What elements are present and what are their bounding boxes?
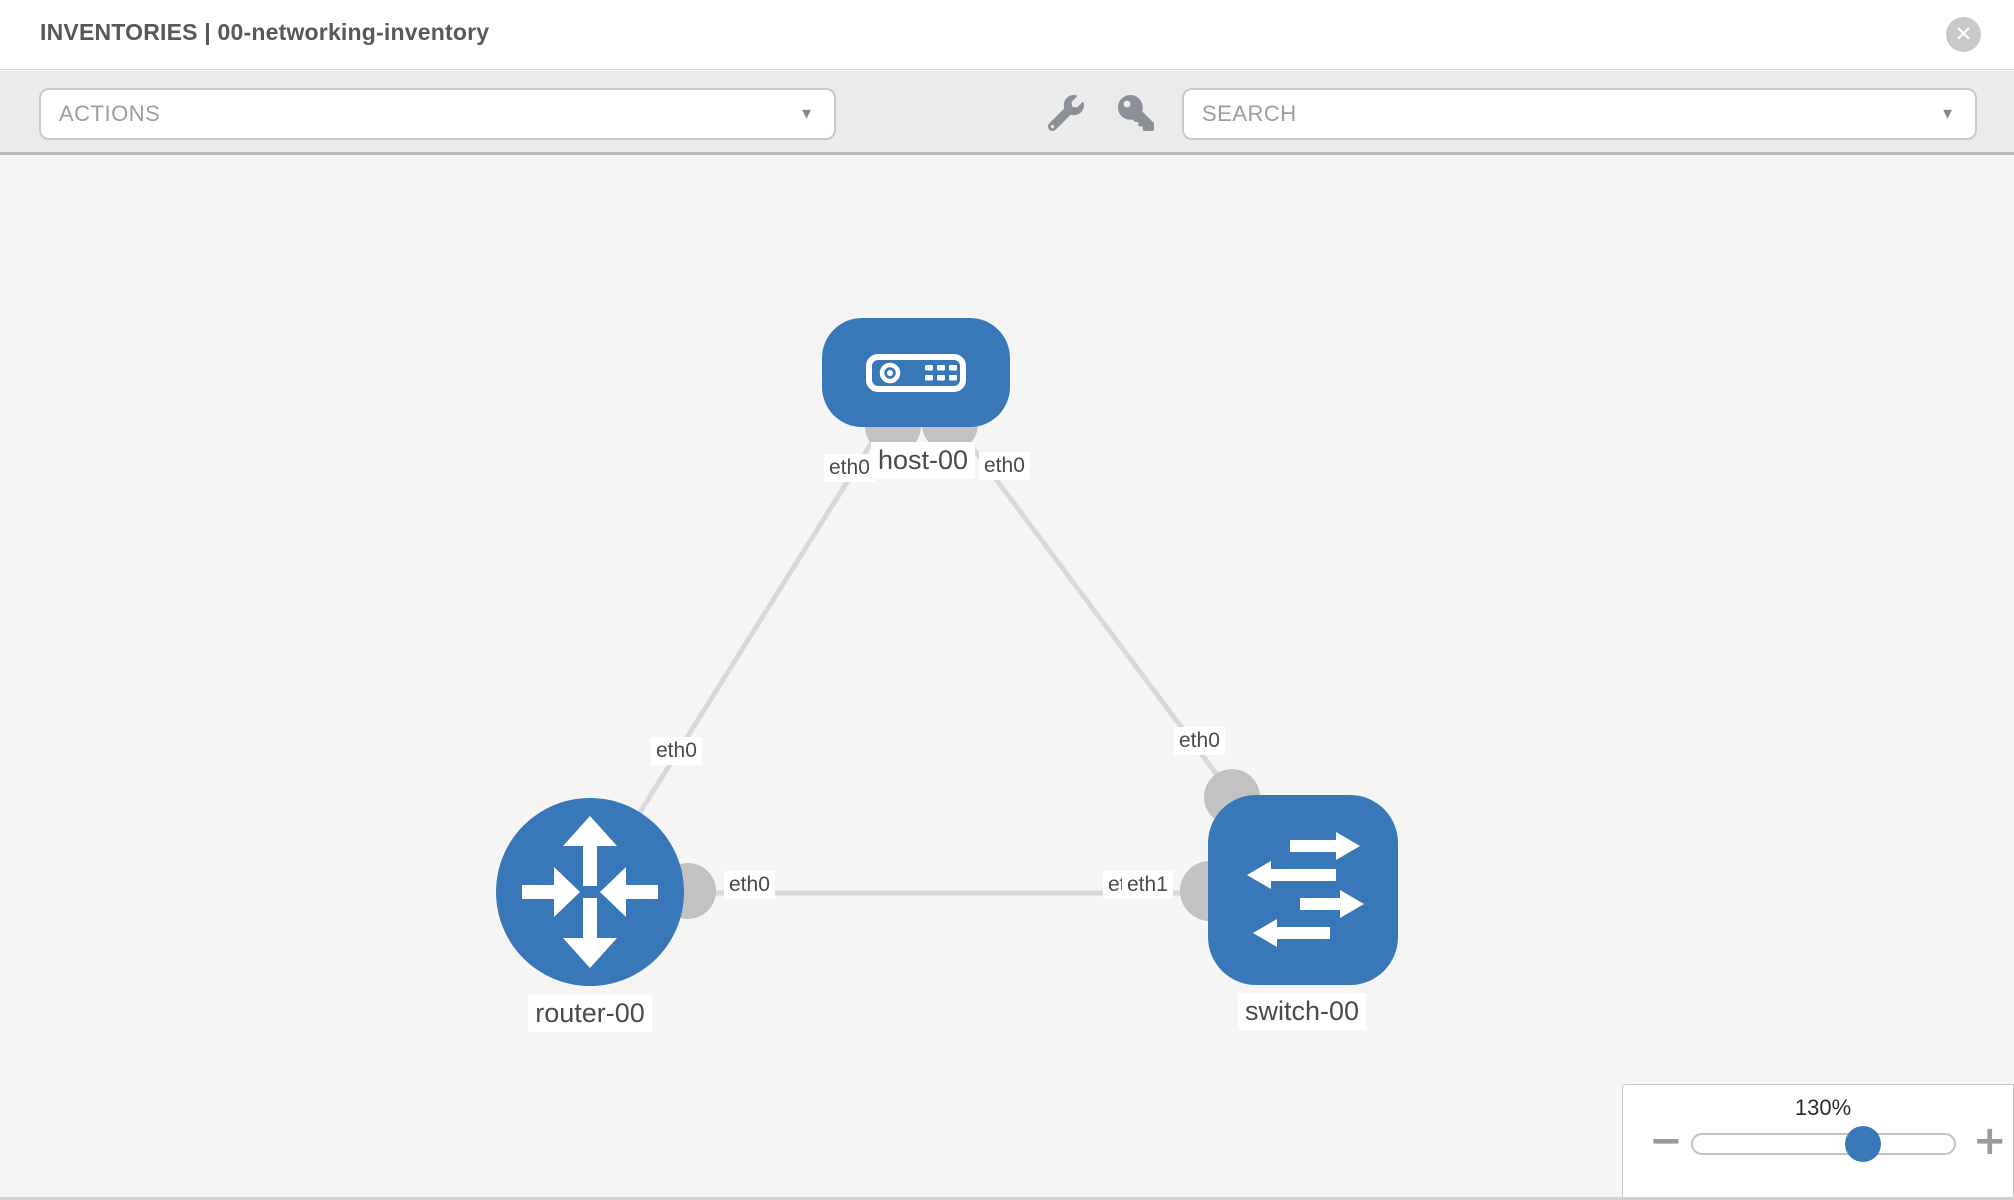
page-title: INVENTORIES | 00-networking-inventory	[40, 19, 490, 45]
interface-label-switch-front: eth1	[1122, 871, 1173, 900]
key-icon[interactable]	[1118, 95, 1154, 131]
zoom-in-button[interactable]: +	[1973, 1118, 2007, 1164]
wrench-icon[interactable]	[1047, 95, 1084, 132]
topology-edges	[587, 370, 1306, 896]
node-router-00[interactable]	[496, 798, 684, 986]
host-icon	[866, 354, 966, 392]
search-dropdown[interactable]: SEARCH ▼	[1182, 88, 1977, 140]
zoom-slider-track[interactable]	[1691, 1133, 1956, 1155]
node-label-switch: switch-00	[1237, 993, 1367, 1031]
search-dropdown-label: SEARCH	[1202, 101, 1297, 126]
actions-dropdown-label: ACTIONS	[59, 101, 161, 126]
zoom-control-panel: 130% − +	[1622, 1084, 2014, 1200]
node-host-00[interactable]	[822, 318, 1010, 427]
close-icon: ✕	[1954, 22, 1973, 46]
close-button[interactable]: ✕	[1946, 17, 1981, 52]
toolbar: ACTIONS ▼ SEARCH ▼	[0, 71, 2014, 155]
chevron-down-icon: ▼	[1940, 105, 1955, 123]
switch-icon	[1247, 832, 1364, 947]
interface-label-switch-uplink: eth0	[1174, 727, 1225, 756]
chevron-down-icon: ▼	[799, 105, 814, 123]
node-label-host: host-00	[871, 442, 976, 480]
router-icon	[522, 816, 658, 968]
topology-canvas[interactable]: host-00 router-00 switch-00 eth0 eth0 et…	[0, 155, 2014, 1200]
window-bottom-edge	[0, 1197, 2014, 1200]
interface-label-host-left: eth0	[824, 454, 875, 483]
node-switch-00[interactable]	[1208, 795, 1398, 985]
node-label-router: router-00	[528, 995, 652, 1033]
interface-label-router-uplink: eth0	[651, 737, 702, 766]
zoom-slider-thumb[interactable]	[1845, 1126, 1881, 1162]
actions-dropdown[interactable]: ACTIONS ▼	[39, 88, 836, 140]
interface-label-host-right: eth0	[979, 452, 1030, 481]
zoom-out-button[interactable]: −	[1649, 1118, 1683, 1164]
zoom-level-value: 130%	[1794, 1095, 1852, 1120]
interface-label-router-right: eth0	[724, 871, 775, 900]
header-bar: INVENTORIES | 00-networking-inventory ✕	[0, 0, 2014, 70]
